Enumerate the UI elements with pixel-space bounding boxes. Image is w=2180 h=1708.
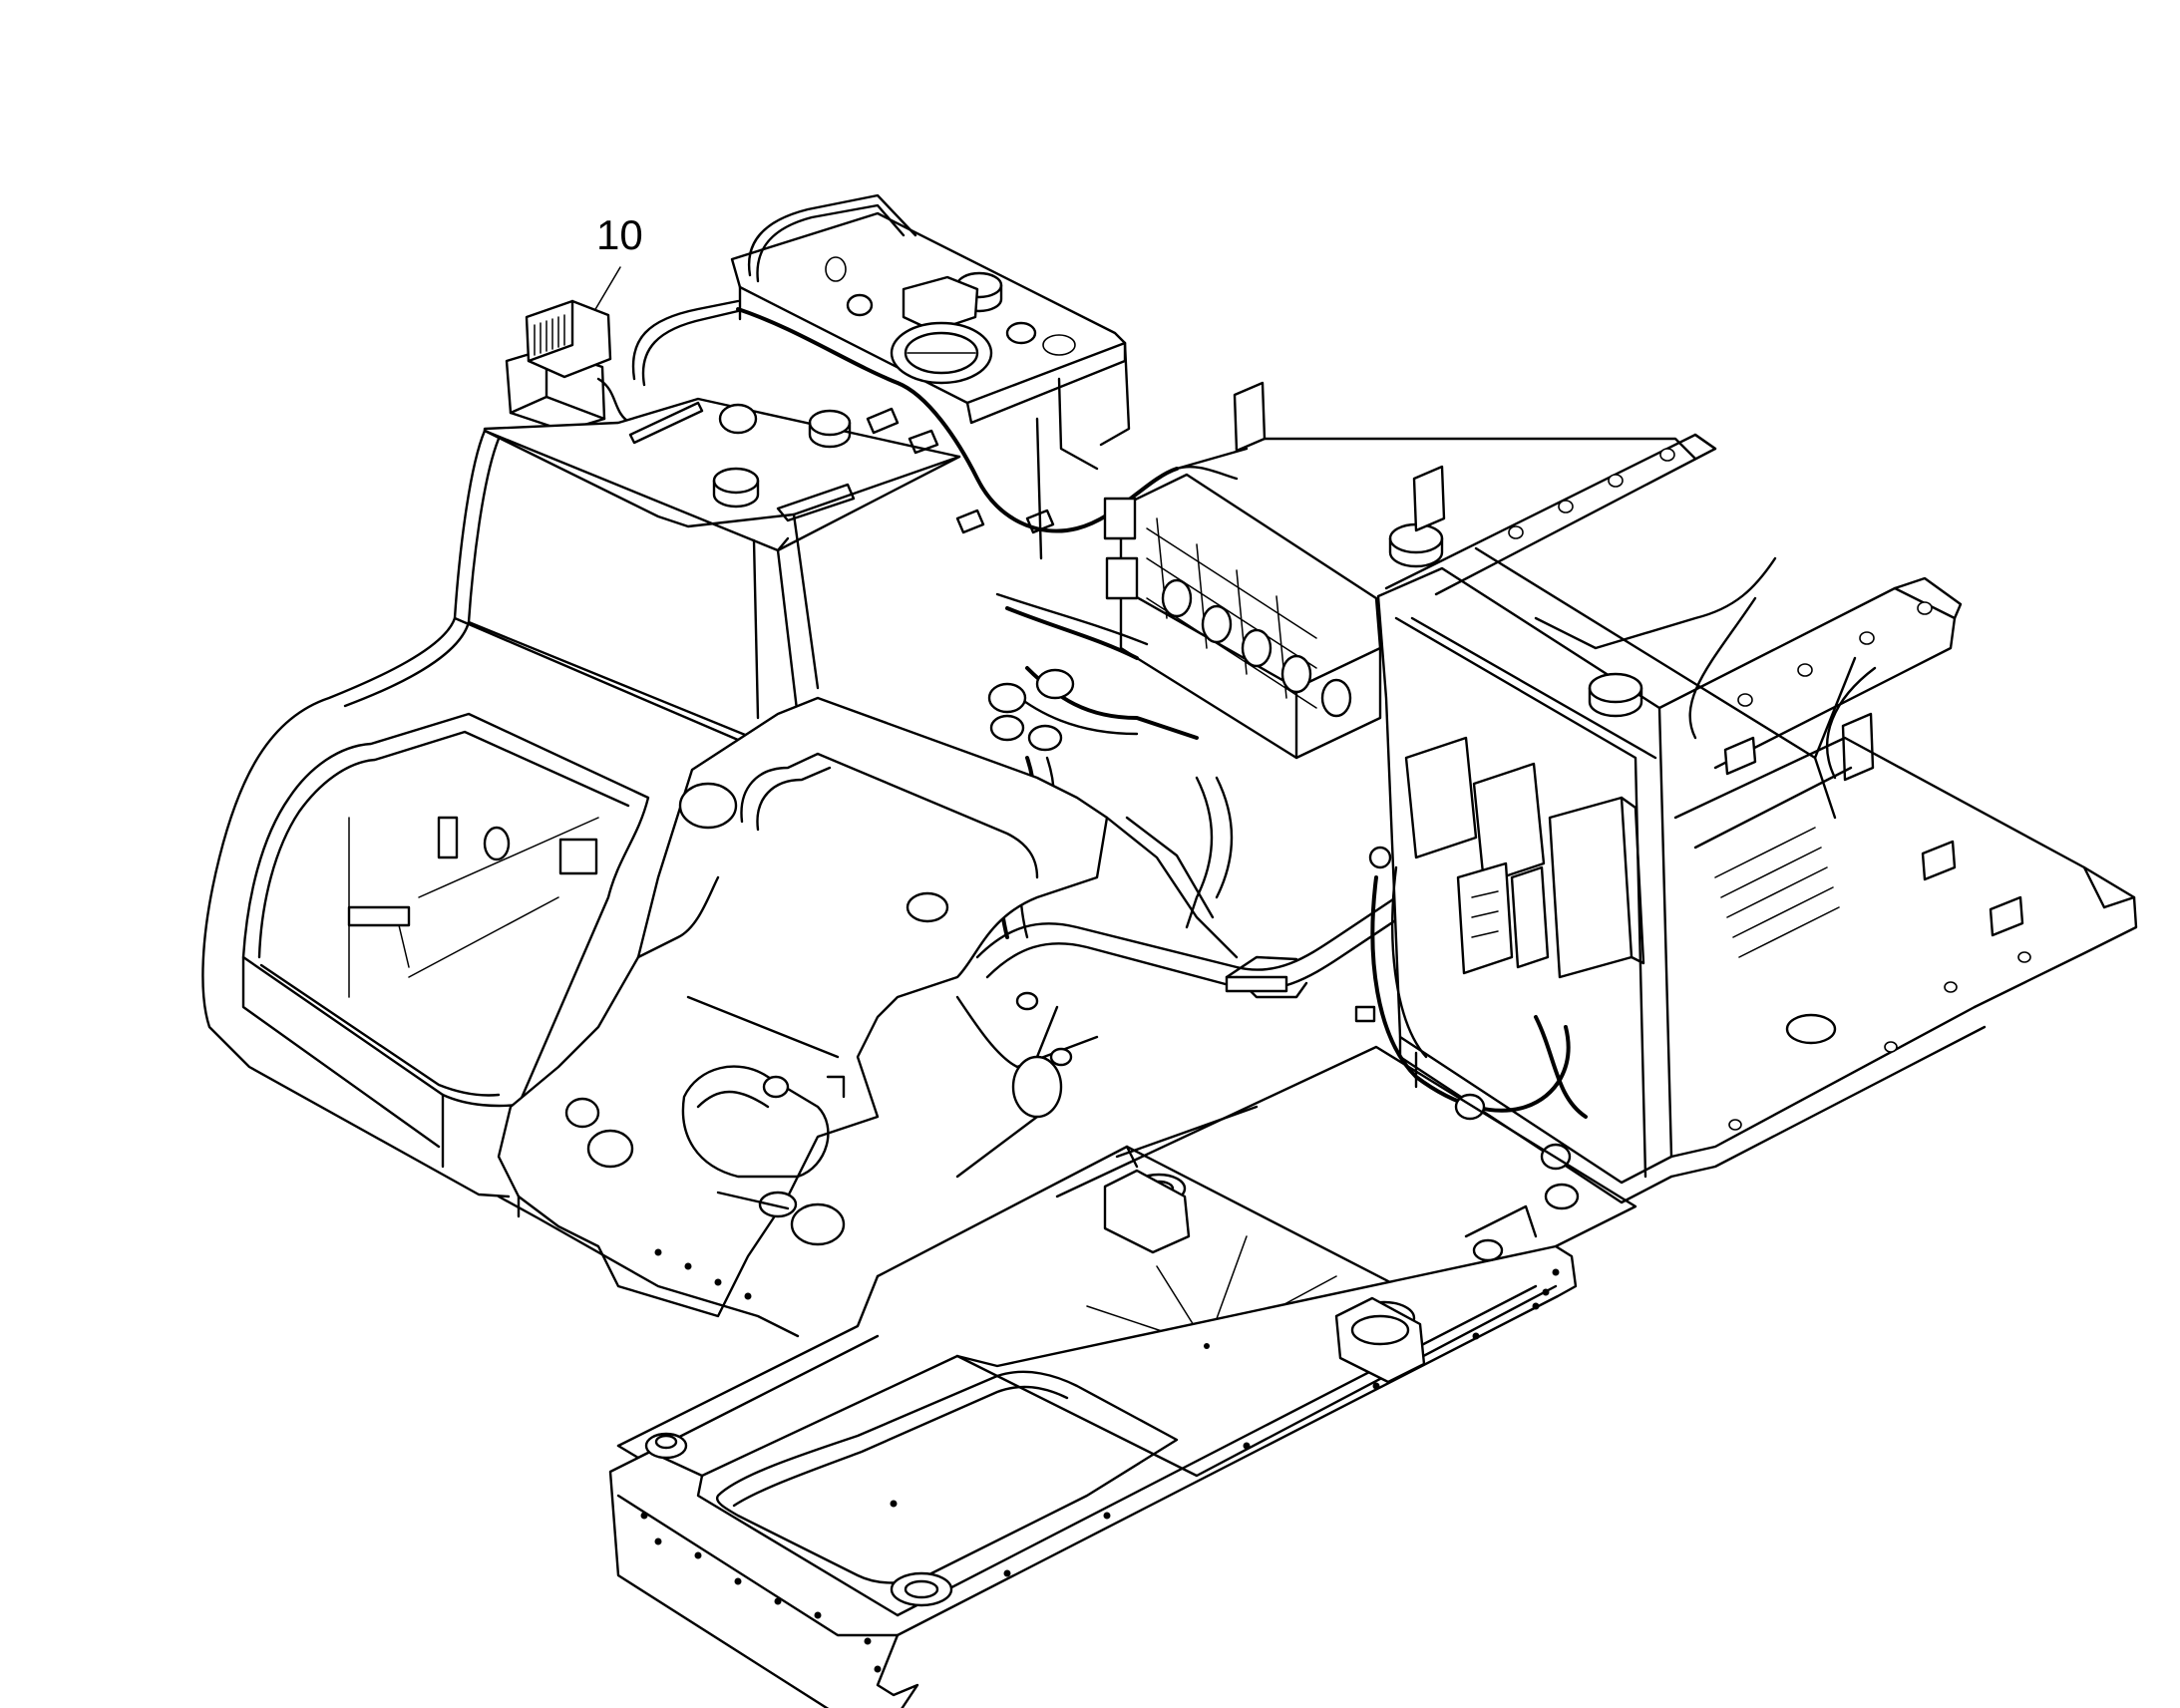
control-valve-block [987, 473, 1382, 939]
rear-tank [631, 193, 1131, 560]
work-light-icon [505, 299, 720, 433]
electrical-panel [1354, 566, 1673, 1210]
rear-frame [1175, 381, 2138, 1179]
callout-leader-10 [593, 266, 621, 312]
loader-tower [497, 696, 1109, 1318]
left-enclosure-frame [241, 712, 650, 1169]
lower-chassis [497, 1045, 1637, 1708]
callout-label-10: 10 [596, 211, 643, 258]
left-tank-console [201, 397, 961, 1198]
support-arms [975, 776, 1402, 999]
